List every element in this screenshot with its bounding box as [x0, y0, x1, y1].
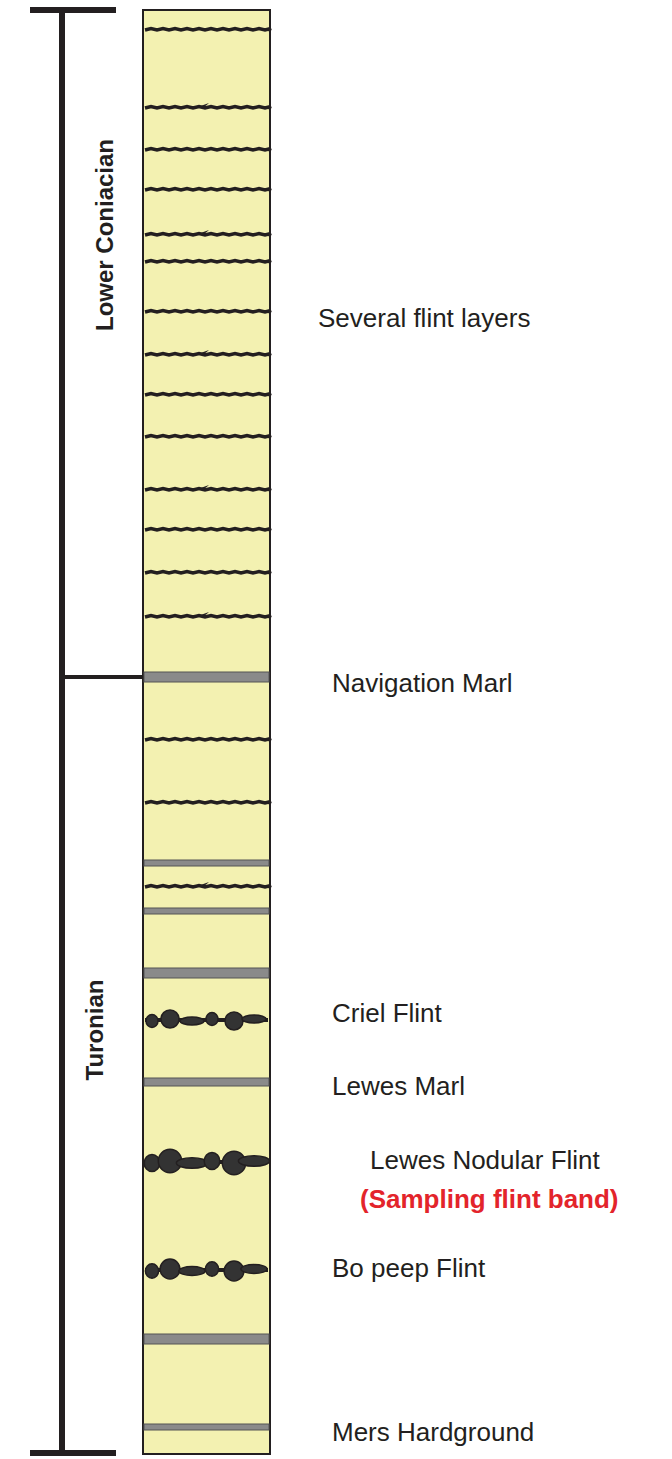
bed-label: Lewes Marl [332, 1071, 465, 1101]
flint-nodule [241, 1265, 267, 1274]
flint-line [145, 886, 271, 888]
flint-tip [195, 882, 209, 887]
flint-tip [195, 612, 209, 617]
flint-line [145, 802, 271, 804]
flint-line [145, 234, 271, 236]
flint-nodule [145, 1264, 158, 1278]
flint-nodule [180, 1017, 204, 1025]
flint-line [145, 436, 271, 438]
flint-tip [195, 485, 209, 490]
flint-nodule [238, 1156, 269, 1166]
marl-band [144, 1078, 269, 1086]
flint-line [145, 529, 271, 531]
flint-nodule [205, 1262, 218, 1276]
marl-band [144, 908, 269, 914]
marl-band [144, 860, 269, 866]
scale-bar [30, 10, 143, 1454]
bed-label: Criel Flint [332, 998, 442, 1028]
flint-line [145, 311, 271, 313]
flint-tip [195, 230, 209, 235]
flint-line [145, 739, 271, 741]
marl-band [144, 672, 269, 682]
flint-line [145, 107, 271, 109]
flint-line [145, 394, 271, 396]
flint-line [145, 29, 271, 31]
flint-line [145, 572, 271, 574]
flint-tip [195, 350, 209, 355]
flint-nodule [144, 1155, 160, 1172]
bed-label: Lewes Nodular Flint [370, 1145, 600, 1175]
bed-label: Several flint layers [318, 303, 530, 333]
flint-nodule [242, 1015, 266, 1023]
chalk-column [143, 10, 270, 1454]
bed-label: Mers Hardground [332, 1417, 534, 1447]
bed-label: Bo peep Flint [332, 1253, 485, 1283]
marl-band [144, 968, 269, 978]
flint-nodule [176, 1158, 207, 1168]
stage-label: Lower Coniacian [90, 139, 120, 331]
flint-tip [195, 103, 209, 108]
stage-label: Turonian [80, 980, 110, 1081]
flint-nodule [160, 1259, 180, 1279]
flint-nodule [161, 1010, 179, 1028]
flint-line [145, 354, 271, 356]
marl-band [144, 1334, 269, 1344]
flint-nodule [146, 1015, 158, 1028]
flint-nodule [225, 1012, 243, 1030]
flint-nodule [224, 1261, 244, 1281]
flint-line [145, 261, 271, 263]
bed-label: (Sampling flint band) [360, 1184, 619, 1214]
flint-nodule [206, 1013, 218, 1026]
flint-nodule [204, 1153, 220, 1170]
flint-line [145, 189, 271, 191]
flint-layers [144, 29, 271, 1431]
flint-nodule [179, 1267, 205, 1276]
flint-line [145, 489, 271, 491]
marl-band [144, 1424, 269, 1430]
flint-line [145, 149, 271, 151]
bed-label: Navigation Marl [332, 668, 513, 698]
flint-line [145, 616, 271, 618]
